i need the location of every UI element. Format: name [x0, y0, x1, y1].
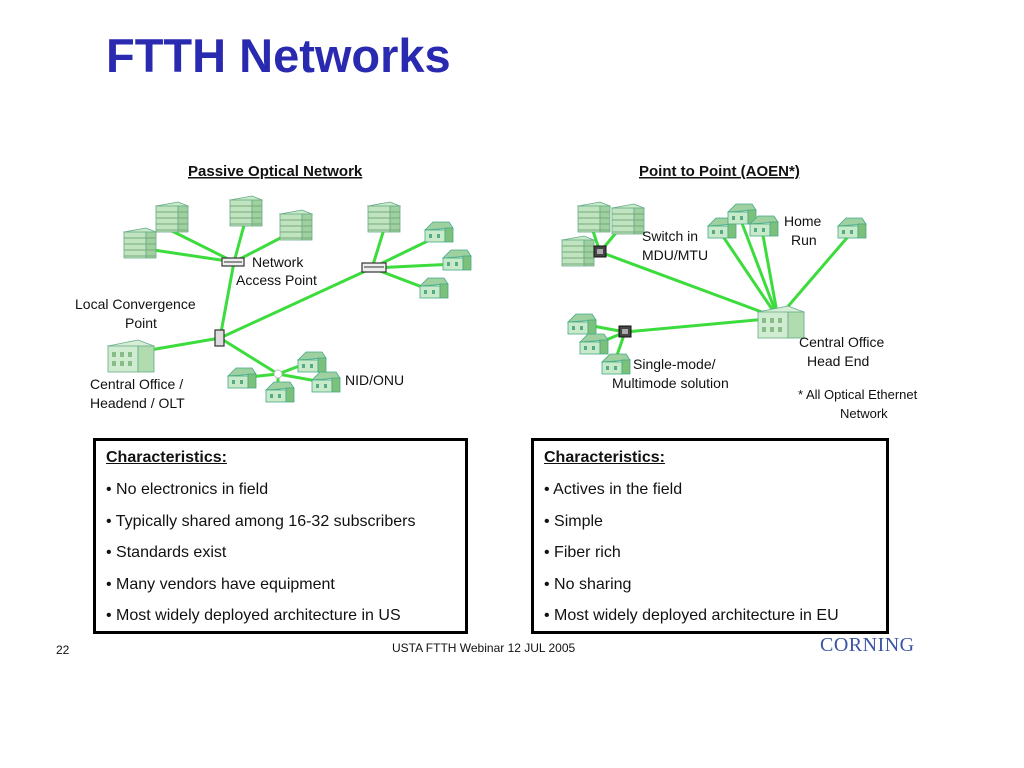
p2p-central-office-icon: [757, 305, 805, 339]
pon-label-co-1: Central Office /: [90, 376, 183, 392]
pon-central-office-icon: [107, 339, 155, 373]
p2p-characteristics-title: Characteristics:: [544, 449, 665, 466]
list-item: Most widely deployed architecture in US: [106, 607, 415, 639]
p2p-switch-icon-mdu: [593, 245, 607, 258]
p2p-house-7: [601, 353, 631, 375]
pon-house-3: [419, 277, 449, 299]
pon-splitter-icon-1: [221, 257, 245, 267]
slide-title: FTTH Networks: [106, 29, 451, 82]
pon-label-co-2: Headend / OLT: [90, 395, 185, 411]
list-item: Simple: [544, 513, 839, 545]
pon-mdu-1: [123, 227, 157, 259]
list-item: Fiber rich: [544, 544, 839, 576]
list-item: Actives in the field: [544, 481, 839, 513]
list-item: No electronics in field: [106, 481, 415, 513]
p2p-house-6: [579, 333, 609, 355]
p2p-mdu-2: [611, 203, 645, 235]
list-item: Many vendors have equipment: [106, 576, 415, 608]
pon-house-5: [297, 351, 327, 373]
network-diagrams: Passive Optical Network: [75, 163, 918, 421]
pon-mdu-4: [279, 209, 313, 241]
page-number: 22: [56, 643, 70, 657]
pon-label-nap-1: Network: [252, 254, 304, 270]
p2p-footnote-1: * All Optical Ethernet: [798, 387, 918, 402]
pon-mdu-5: [367, 201, 401, 233]
pon-heading: Passive Optical Network: [188, 163, 363, 180]
p2p-footnote-2: Network: [840, 406, 888, 421]
p2p-label-home-2: Run: [791, 232, 817, 248]
list-item: No sharing: [544, 576, 839, 608]
p2p-characteristics-list: Actives in the field Simple Fiber rich N…: [544, 481, 839, 639]
list-item: Most widely deployed architecture in EU: [544, 607, 839, 639]
list-item: Typically shared among 16-32 subscribers: [106, 513, 416, 545]
pon-mdu-2: [155, 201, 189, 233]
pon-splice-icon: [273, 369, 283, 379]
p2p-heading: Point to Point (AOEN*): [639, 163, 800, 180]
footer-caption: USTA FTTH Webinar 12 JUL 2005: [392, 641, 576, 655]
pon-splitter-icon-2: [361, 262, 387, 273]
p2p-mdu-1: [577, 201, 611, 233]
p2p-switch-icon-field: [618, 325, 632, 338]
p2p-house-2: [727, 203, 757, 225]
p2p-characteristics-box: Characteristics: Actives in the field Si…: [531, 438, 889, 634]
pon-label-nap-2: Access Point: [236, 272, 317, 288]
pon-house-7: [265, 381, 295, 403]
p2p-label-co-2: Head End: [807, 353, 869, 369]
pon-characteristics-list: No electronics in field Typically shared…: [106, 481, 416, 639]
pon-characteristics-title: Characteristics:: [106, 449, 227, 466]
pon-characteristics-box: Characteristics: No electronics in field…: [93, 438, 468, 634]
p2p-mdu-3: [561, 235, 595, 267]
pon-house-4: [227, 367, 257, 389]
list-item: Standards exist: [106, 544, 415, 576]
p2p-label-home-1: Home: [784, 213, 822, 229]
pon-house-6: [311, 371, 341, 393]
p2p-house-4: [837, 217, 867, 239]
p2p-label-mode-1: Single-mode/: [633, 356, 716, 372]
pon-house-1: [424, 221, 454, 243]
p2p-house-5: [567, 313, 597, 335]
p2p-label-co-1: Central Office: [799, 334, 885, 350]
pon-diagram: Passive Optical Network: [75, 163, 472, 411]
pon-label-lcp-1: Local Convergence: [75, 296, 196, 312]
pon-label-lcp-2: Point: [125, 315, 157, 331]
corning-logo: CORNING: [820, 634, 915, 656]
pon-mdu-3: [229, 195, 263, 227]
pon-label-nid: NID/ONU: [345, 372, 404, 388]
p2p-diagram: Point to Point (AOEN*): [561, 163, 918, 421]
pon-house-2: [442, 249, 472, 271]
pon-convergence-cabinet-icon: [214, 329, 225, 347]
p2p-label-switch-2: MDU/MTU: [642, 247, 708, 263]
p2p-label-switch-1: Switch in: [642, 228, 698, 244]
p2p-label-mode-2: Multimode solution: [612, 375, 729, 391]
